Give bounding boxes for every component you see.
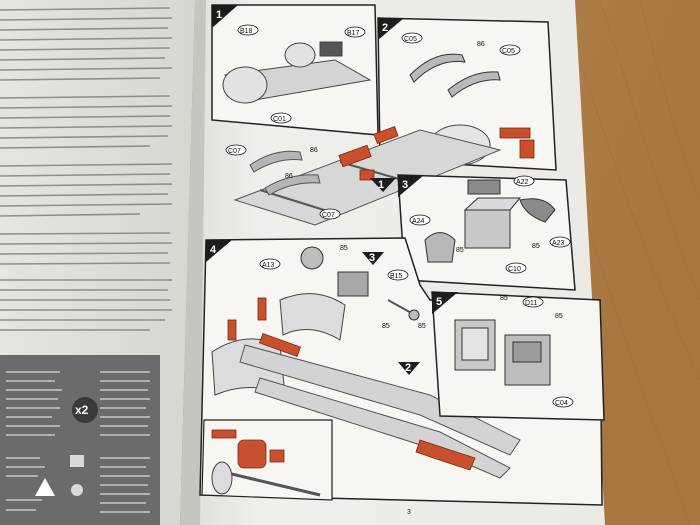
- ref-86-step1-a: 86: [310, 147, 318, 154]
- step-1-ref-number: 1: [378, 179, 384, 191]
- ref-85-step4-b: 85: [382, 323, 390, 330]
- ref-85-step5-b: 85: [555, 313, 563, 320]
- step-1-panel: 1: [211, 4, 379, 136]
- ref-85-step4-c: 85: [418, 323, 426, 330]
- step-4-inset: [201, 419, 333, 501]
- part-label-a23: A23: [552, 240, 565, 247]
- orange-axle-parts-top: [338, 126, 399, 181]
- part-label-c10: C10: [508, 266, 521, 273]
- part-label-c04: C04: [555, 400, 568, 407]
- ref-86-step2: 86: [477, 41, 485, 48]
- part-callouts: B18 B17 C01 C07 C07 86 86 C05 C05 86 A22…: [225, 24, 574, 408]
- legend-block: [0, 355, 160, 525]
- part-label-a13: A13: [262, 262, 275, 269]
- x2-symbol: [72, 397, 98, 423]
- step-5-panel: 5: [431, 291, 605, 421]
- step-2-number: 2: [382, 22, 388, 34]
- step-4-number: 4: [210, 244, 217, 256]
- step-3-ref-number: 3: [369, 252, 375, 264]
- part-label-b15: B15: [390, 273, 403, 280]
- legend-text-lines: [6, 371, 150, 513]
- step-1-ref-marker: [370, 178, 396, 192]
- part-label-c05-a: C05: [404, 36, 417, 43]
- ref-85-step3-b: 85: [532, 243, 540, 250]
- page-number: 3: [407, 509, 411, 516]
- ref-85-step3-a: 85: [456, 247, 464, 254]
- part-label-c01: C01: [273, 116, 286, 123]
- ref-85-step5-a: 85: [500, 295, 508, 302]
- part-label-a24: A24: [412, 218, 425, 225]
- part-label-c07-a: C07: [228, 148, 241, 155]
- step-3-number: 3: [402, 179, 408, 191]
- part-label-b18: B18: [240, 28, 253, 35]
- legend-pictograms: [70, 455, 84, 496]
- x2-label: x2: [75, 403, 89, 417]
- book-spine: [180, 0, 212, 525]
- step-2-ref-number: 2: [405, 362, 411, 374]
- left-page-text: [0, 7, 173, 331]
- step-1-number: 1: [216, 9, 222, 21]
- step-5-number: 5: [436, 296, 442, 308]
- ref-86-step1-b: 86: [285, 173, 293, 180]
- part-label-c07-b: C07: [322, 212, 335, 219]
- step-3-panel: 3: [397, 174, 576, 291]
- warning-triangle-icon: [35, 478, 55, 496]
- part-label-c05-b: C05: [502, 48, 515, 55]
- part-label-b17: B17: [347, 30, 360, 37]
- part-label-a22: A22: [516, 179, 529, 186]
- ref-85-step4-a: 85: [340, 245, 348, 252]
- part-label-d11: D11: [525, 300, 537, 307]
